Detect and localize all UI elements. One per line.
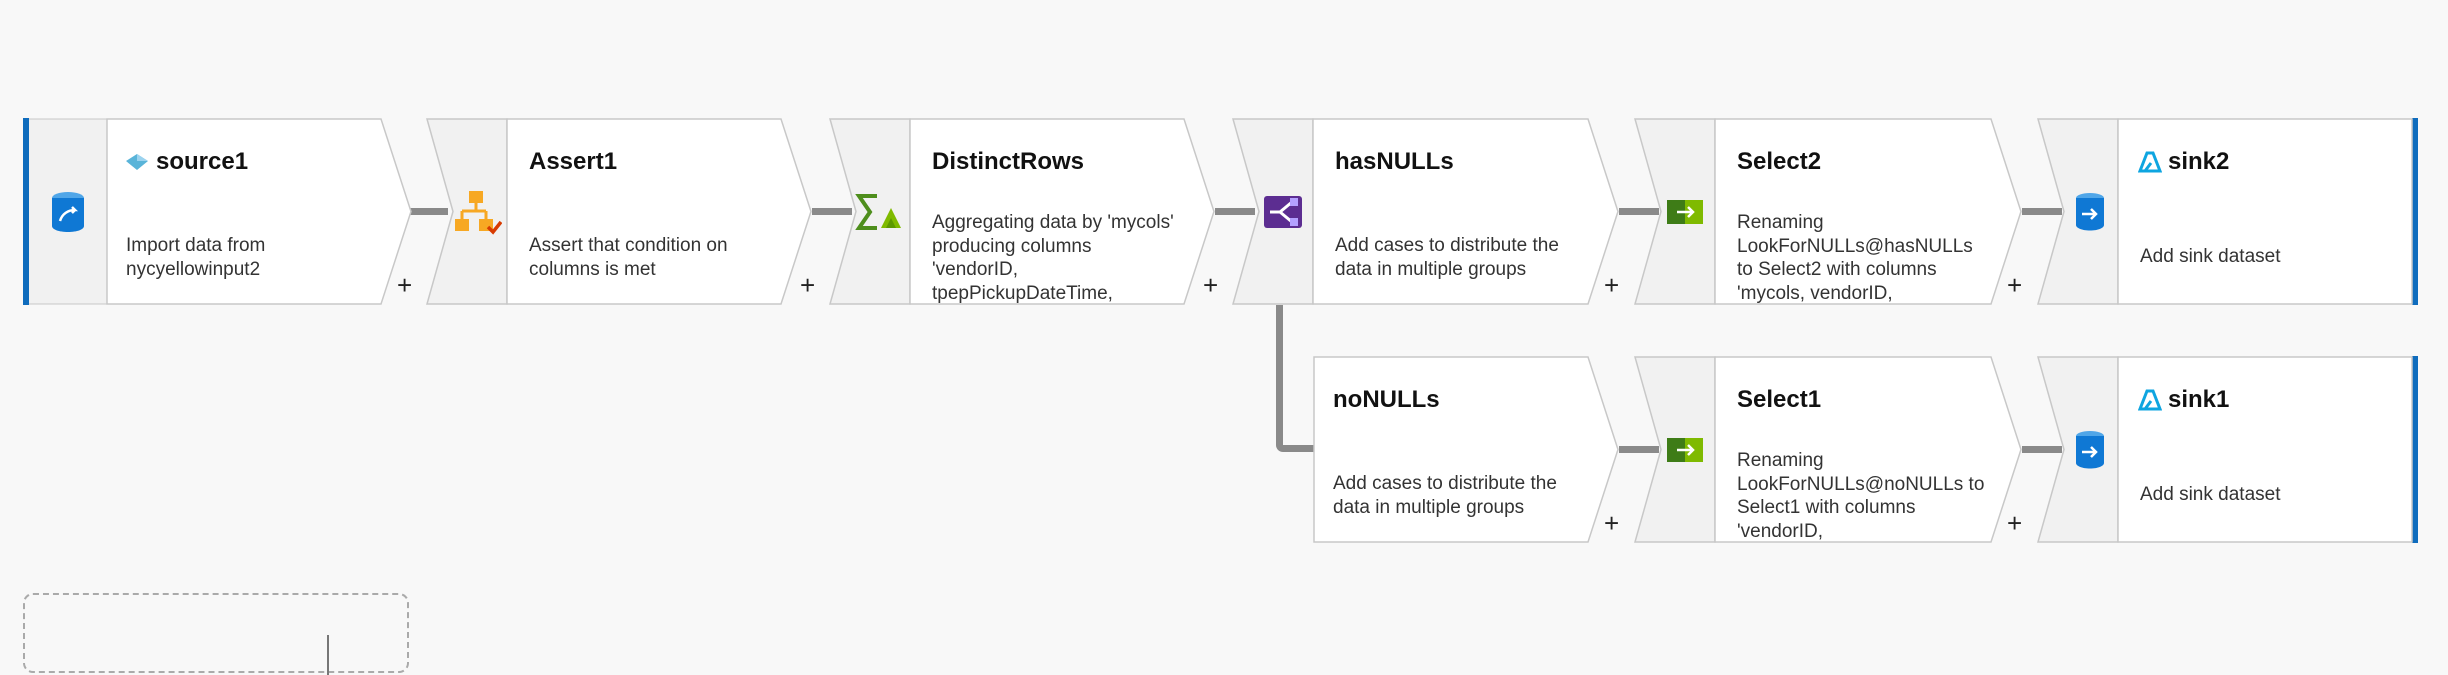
add-transform-button[interactable]: + — [1604, 508, 1620, 538]
desc-line: Aggregating data by 'mycols' — [932, 212, 1174, 233]
node-description: Add cases to distribute the data in mult… — [1335, 234, 1595, 281]
add-source-plus-icon — [327, 635, 329, 675]
connector — [2022, 208, 2062, 215]
desc-line: Assert that condition on — [529, 235, 728, 256]
node-shape — [2037, 118, 2413, 305]
node-select2[interactable]: Select2 Renaming LookForNULLs@hasNULLs t… — [1634, 118, 2022, 305]
connector — [408, 208, 448, 215]
node-description: Aggregating data by 'mycols' producing c… — [932, 211, 1192, 303]
desc-line: tpepPickupDateTime, — [932, 282, 1113, 304]
node-description: Renaming LookForNULLs@hasNULLs to Select… — [1737, 211, 1999, 303]
node-source1[interactable]: source1 Import data from nycyellowinput2 — [29, 118, 413, 305]
desc-line: Renaming — [1737, 212, 1824, 233]
sink-cylinder-icon — [2060, 356, 2120, 543]
stream-start-bar — [23, 118, 29, 305]
desc-line: 'mycols, vendorID, — [1737, 282, 1893, 304]
connector — [812, 208, 852, 215]
node-title-text: Select2 — [1737, 148, 1822, 175]
desc-line: LookForNULLs@hasNULLs — [1737, 235, 1973, 257]
assert-hierarchy-icon — [447, 118, 507, 305]
desc-line: 'vendorID, — [932, 259, 1019, 280]
node-sink2[interactable]: sink2 Add sink dataset — [2037, 118, 2413, 305]
node-select1[interactable]: Select1 Renaming LookForNULLs@noNULLs to… — [1634, 356, 2022, 543]
select-arrow-icon — [1655, 356, 1715, 543]
node-assert1[interactable]: Assert1 Assert that condition on columns… — [426, 118, 812, 305]
node-title: sink2 — [2138, 148, 2229, 176]
node-title: Select2 — [1737, 148, 1821, 176]
desc-line: Add cases to distribute the — [1335, 235, 1559, 256]
add-transform-button[interactable]: + — [2007, 508, 2023, 538]
sink-cylinder-icon — [2060, 118, 2120, 305]
node-description: Import data from nycyellowinput2 — [126, 234, 376, 281]
node-title-text: sink2 — [2168, 148, 2230, 175]
node-title: DistinctRows — [932, 148, 1084, 176]
node-sink1[interactable]: sink1 Add sink dataset — [2037, 356, 2413, 543]
node-hasnulls[interactable]: hasNULLs Add cases to distribute the dat… — [1232, 118, 1619, 305]
node-description: Assert that condition on columns is met — [529, 234, 779, 281]
desc-line: 'vendorID, — [1737, 520, 1824, 542]
node-title-text: sink1 — [2168, 386, 2230, 413]
node-description: Renaming LookForNULLs@noNULLs to Select1… — [1737, 449, 1999, 541]
add-transform-button[interactable]: + — [1604, 270, 1620, 300]
connector — [2022, 446, 2062, 453]
add-transform-button[interactable]: + — [1203, 270, 1219, 300]
add-transform-button[interactable]: + — [397, 270, 413, 300]
desc-line: nycyellowinput2 — [126, 258, 261, 280]
conditional-split-icon — [1253, 118, 1313, 305]
desc-line: Add cases to distribute the — [1333, 473, 1557, 494]
node-title-text: Assert1 — [529, 148, 618, 175]
node-title: source1 — [124, 148, 248, 176]
connector — [1215, 208, 1255, 215]
branch-connector — [1276, 305, 1283, 445]
node-shape — [1313, 356, 1619, 543]
desc-line: columns is met — [529, 258, 656, 280]
desc-line: to Select2 with columns — [1737, 259, 1937, 280]
desc-line: data in multiple groups — [1333, 496, 1525, 518]
stream-end-bar-bottom — [2412, 356, 2418, 543]
desc-line: LookForNULLs@noNULLs to — [1737, 473, 1985, 495]
node-title: Assert1 — [529, 148, 617, 176]
node-title-text: source1 — [156, 148, 249, 175]
node-distinctrows[interactable]: DistinctRows Aggregating data by 'mycols… — [829, 118, 1215, 305]
node-description: Add cases to distribute the data in mult… — [1333, 472, 1595, 519]
connector — [1619, 446, 1659, 453]
desc-line: Select1 with columns — [1737, 497, 1916, 518]
node-nonulls[interactable]: noNULLs Add cases to distribute the data… — [1313, 356, 1619, 543]
desc-line: Add sink dataset — [2140, 484, 2281, 505]
node-title: sink1 — [2138, 386, 2229, 414]
desc-line: Import data from — [126, 235, 266, 256]
stream-end-bar-top — [2412, 118, 2418, 305]
desc-line: Renaming — [1737, 450, 1824, 471]
node-shape — [29, 118, 412, 305]
branch-connector — [1276, 445, 1314, 452]
aggregate-sigma-icon — [850, 118, 910, 305]
dataset-diamond-icon — [126, 154, 148, 170]
node-title-text: hasNULLs — [1335, 148, 1454, 175]
azure-a-icon — [2138, 389, 2162, 411]
azure-a-icon — [2138, 151, 2162, 173]
node-description: Add sink dataset — [2140, 483, 2390, 507]
desc-line: Add sink dataset — [2140, 246, 2281, 267]
node-title-text: Select1 — [1737, 386, 1822, 413]
source-cylinder-icon — [29, 118, 107, 305]
connector — [1619, 208, 1659, 215]
node-description: Add sink dataset — [2140, 245, 2390, 269]
node-title-text: noNULLs — [1333, 386, 1440, 413]
add-transform-button[interactable]: + — [800, 270, 816, 300]
desc-line: data in multiple groups — [1335, 258, 1527, 280]
select-arrow-icon — [1655, 118, 1715, 305]
add-source-placeholder[interactable] — [23, 593, 409, 675]
node-title: hasNULLs — [1335, 148, 1454, 176]
node-title-text: DistinctRows — [932, 148, 1085, 175]
add-transform-button[interactable]: + — [2007, 270, 2023, 300]
node-title: noNULLs — [1333, 386, 1440, 414]
node-title: Select1 — [1737, 386, 1821, 414]
desc-line: producing columns — [932, 235, 1092, 257]
